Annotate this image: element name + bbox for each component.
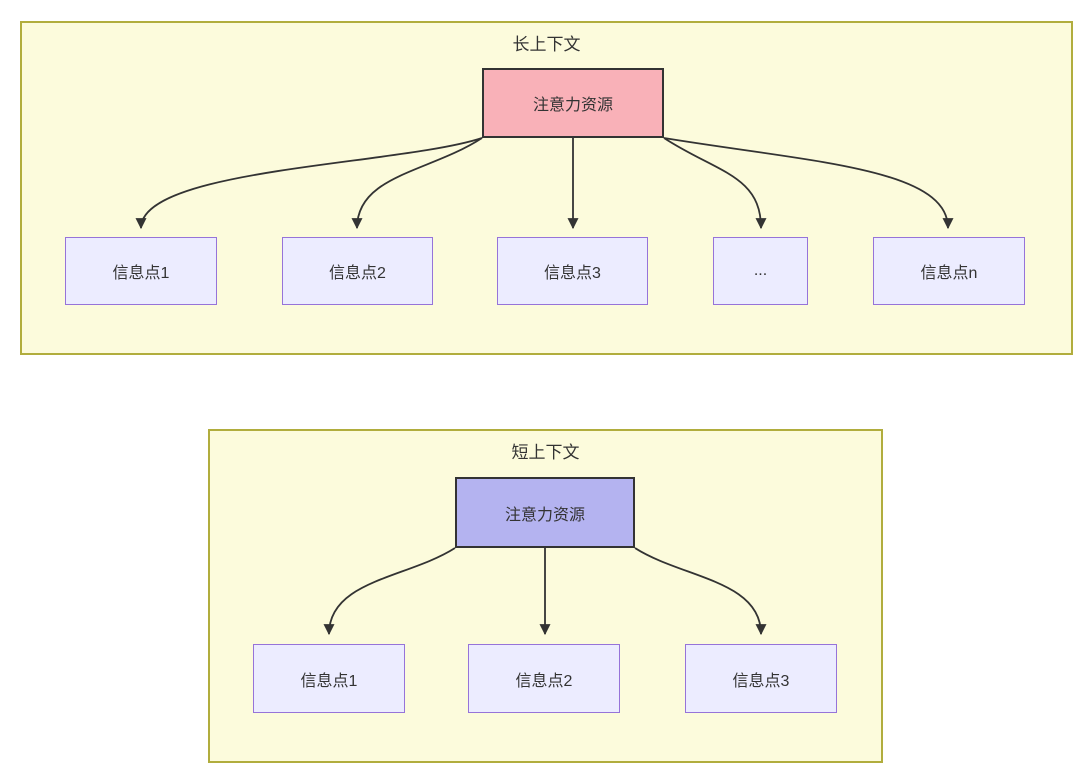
- info-node-short-1: 信息点1: [253, 644, 405, 713]
- info-node-long-3: 信息点3: [497, 237, 648, 305]
- info-node-short-2: 信息点2: [468, 644, 620, 713]
- long-context-title: 长上下文: [512, 35, 581, 54]
- info-node-long-dots: ...: [713, 237, 808, 305]
- info-node-long-n: 信息点n: [873, 237, 1025, 305]
- info-node-long-1: 信息点1: [65, 237, 217, 305]
- info-node-long-2: 信息点2: [282, 237, 433, 305]
- info-node-short-3: 信息点3: [685, 644, 837, 713]
- attention-node-short: 注意力资源: [455, 477, 635, 548]
- short-context-title: 短上下文: [511, 443, 580, 462]
- attention-node-long: 注意力资源: [482, 68, 664, 138]
